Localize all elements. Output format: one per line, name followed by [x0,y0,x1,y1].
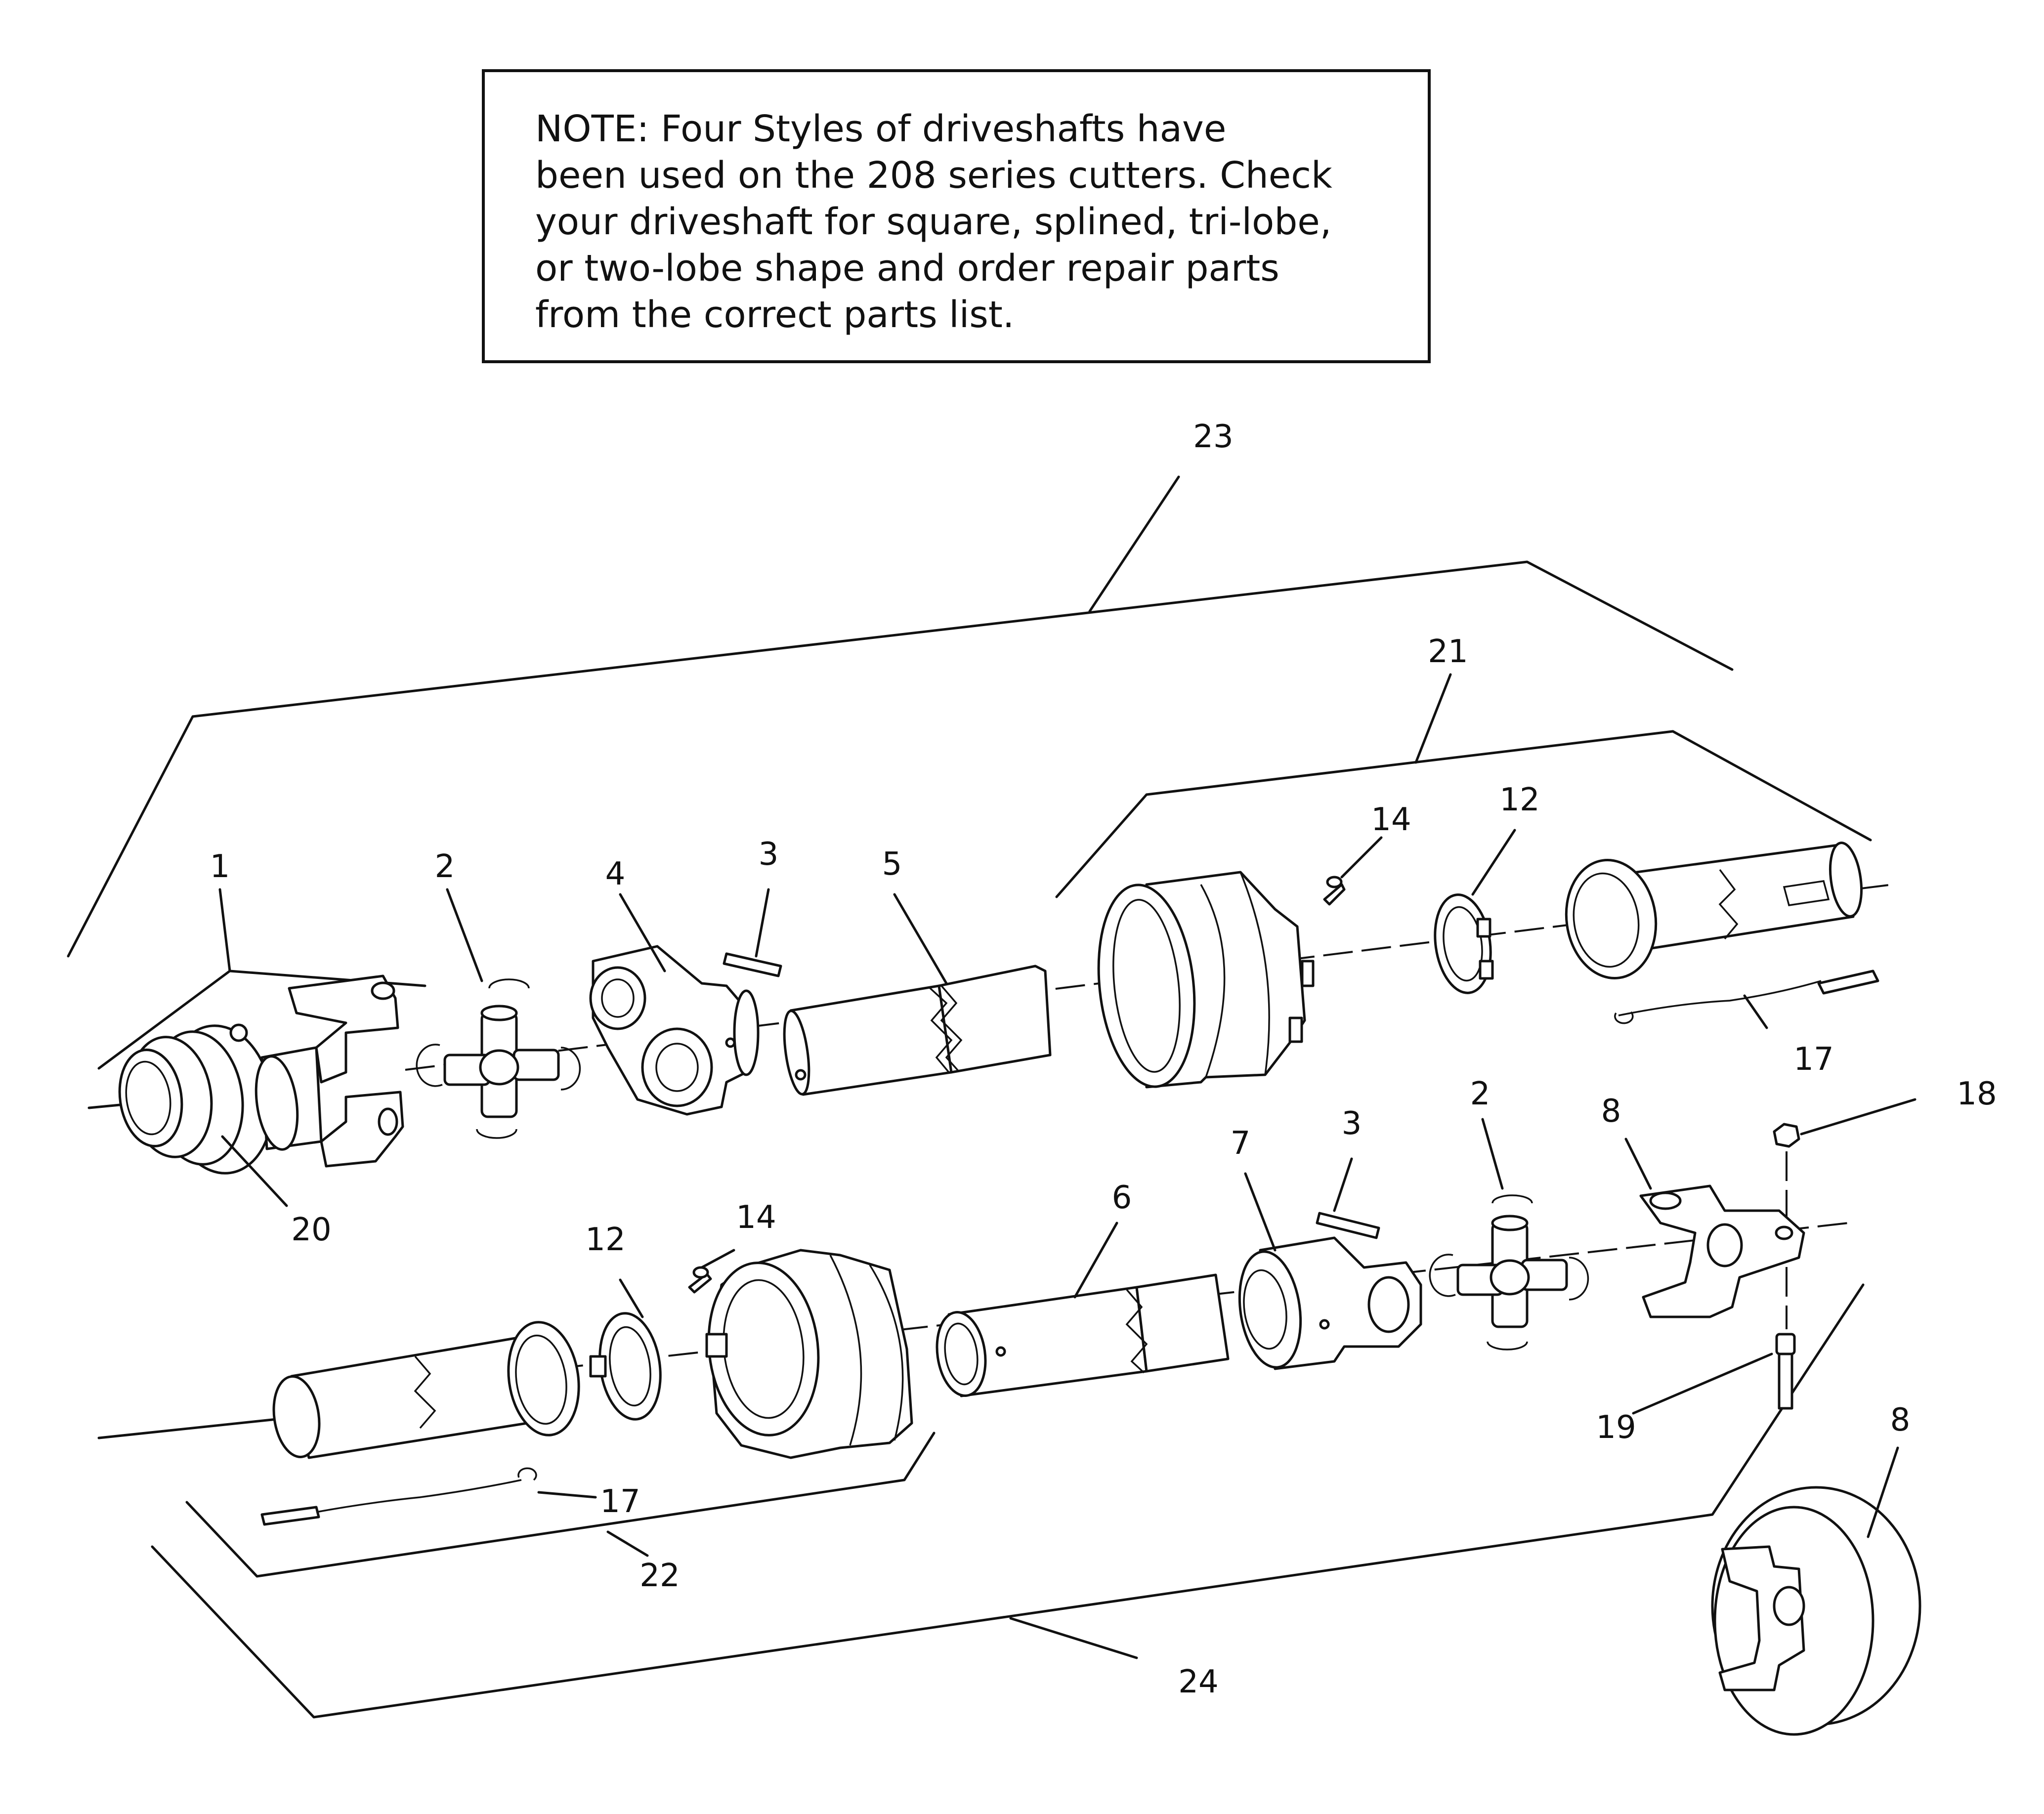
lower-shield-cone [705,1249,913,1459]
upper-shield-cone [1097,871,1315,1089]
lower-outer-tube [272,1321,580,1459]
callout-19: 19 [1596,1409,1636,1446]
callout-12-upper: 12 [1499,782,1539,818]
part-1-yoke [255,974,404,1168]
part-2-cross-lower [1429,1194,1589,1350]
callout-3-lower: 3 [1342,1105,1362,1142]
callout-1: 1 [210,848,230,885]
callout-17-lower: 17 [600,1483,640,1520]
part-3-roll-pin-lower [1316,1212,1380,1239]
callout-12-lower: 12 [585,1222,625,1258]
part-3-roll-pin-upper [723,952,782,977]
callout-22: 22 [639,1558,680,1594]
assembly-outline-21 [1055,673,1872,898]
assembly-outline-23 [67,475,1734,958]
callout-21: 21 [1428,633,1468,670]
part-4-inner-yoke [589,945,760,1116]
part-8-yoke [1639,1184,1805,1318]
assembly-outline-22 [185,1432,936,1578]
part-17-chain-lower [260,1467,537,1526]
callout-labels: 23 21 1 2 4 3 5 14 12 17 20 18 2 3 7 8 6… [210,419,1997,1700]
part-12-bearing-ring-lower [589,1312,662,1421]
part-5-inner-tube [783,965,1052,1096]
note-text: NOTE: Four Styles of driveshafts have be… [535,108,1332,336]
callout-24: 24 [1178,1664,1218,1700]
callout-5: 5 [882,846,902,883]
leader-lines [221,829,1916,1538]
part-6-outer-tube [936,1273,1230,1397]
part-2-cross-upper [416,978,581,1139]
callout-23: 23 [1193,419,1233,455]
callout-8-detail: 8 [1890,1402,1911,1438]
part-14-screw-lower [688,1266,712,1294]
part-8-detail-inset [1711,1486,1921,1736]
part-20-bearing-collar [118,1023,274,1175]
part-17-chain-upper [1614,970,1879,1024]
callout-4: 4 [605,856,626,892]
callout-14-lower: 14 [736,1199,776,1236]
callout-2-upper: 2 [435,848,455,885]
callout-7: 7 [1231,1125,1251,1162]
callout-8-upper: 8 [1601,1093,1621,1130]
part-7-outer-yoke [1238,1236,1422,1370]
part-19-bolt [1775,1333,1796,1410]
callout-6: 6 [1112,1180,1132,1216]
note-box: NOTE: Four Styles of driveshafts have be… [482,69,1431,363]
callout-3-upper: 3 [759,836,779,873]
part-12-bearing-ring-upper [1434,893,1494,994]
callout-18: 18 [1957,1076,1997,1112]
callout-14-upper: 14 [1371,802,1411,838]
upper-outer-tube [1565,842,1863,979]
callout-2-lower: 2 [1470,1076,1490,1112]
callout-20: 20 [291,1212,331,1248]
part-14-screw-upper [1323,876,1346,906]
callout-17-upper: 17 [1793,1041,1833,1078]
